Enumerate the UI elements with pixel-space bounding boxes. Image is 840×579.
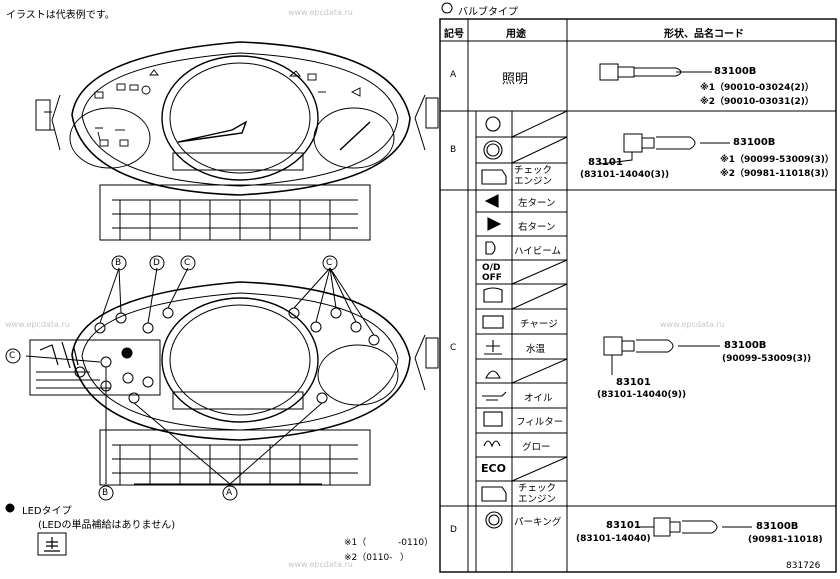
check-engine-2-icon <box>481 486 507 502</box>
callout-b: B <box>102 488 109 498</box>
bulb-table-frame <box>439 18 837 573</box>
header-usage: 用途 <box>506 29 526 40</box>
abs-icon <box>483 140 503 160</box>
header-shape: 形状、品名コード <box>664 29 744 40</box>
socket-pn-d: (83101-14040) <box>576 534 651 544</box>
note1-value: -0110） <box>398 538 434 548</box>
usage-illumination: 照明 <box>502 72 529 87</box>
check-engine-icon <box>481 169 507 185</box>
bulb-pn-c: (90099-53009(3)) <box>722 354 812 364</box>
note2-a: ※2（90010-03031(2)） <box>700 97 814 107</box>
water-temp-icon <box>484 340 502 355</box>
code-a: 83100B <box>714 66 757 77</box>
left-turn-icon <box>484 194 499 208</box>
socket-code-d: 83101 <box>606 520 641 531</box>
row-letter-d: D <box>450 525 457 535</box>
usage-glow: グロー <box>522 442 551 453</box>
watermark: www.epcdata.ru <box>5 320 70 329</box>
bulb-drawings <box>599 63 752 537</box>
bulb-code-d: 83100B <box>756 521 799 532</box>
socket-code-c: 83101 <box>616 377 651 388</box>
usage-left-turn: 左ターン <box>518 198 556 209</box>
table-icons <box>481 116 507 529</box>
socket-pn-c: (83101-14040(9)) <box>597 390 687 400</box>
callout-b: B <box>115 258 122 268</box>
usage-right-turn: 右ターン <box>518 222 556 233</box>
row-letter-a: A <box>450 70 457 80</box>
note2-value: ） <box>400 553 410 563</box>
usage-parking: パーキング <box>514 517 562 528</box>
caption: イラストは代表例です。 <box>6 10 115 21</box>
note1-label: ※1（ <box>344 538 367 548</box>
row-letter-b: B <box>450 145 457 155</box>
usage-water-temp: 水温 <box>526 344 546 355</box>
glow-icon <box>483 440 501 448</box>
figure-number: 831726 <box>786 561 821 571</box>
note2-label: ※2（0110- <box>344 553 393 563</box>
usage-high-beam: ハイビーム <box>514 246 562 257</box>
door-icon <box>485 370 501 379</box>
usage-oil: オイル <box>524 393 553 404</box>
high-beam-icon <box>485 241 496 255</box>
usage-check-engine: チェック エンジン <box>514 165 553 187</box>
led-note: (LEDの単品補給はありません) <box>38 520 176 531</box>
battery-icon <box>482 315 504 329</box>
airbag-icon <box>485 116 501 132</box>
fuel-filter-icon <box>483 411 503 427</box>
note1-a: ※1（90010-03024(2)） <box>700 83 814 93</box>
cluster-bottom-illustration <box>5 255 439 501</box>
bulb-code-c: 83100B <box>724 340 767 351</box>
usage-filter: フィルター <box>516 417 564 428</box>
callout-c: C <box>326 258 333 268</box>
watermark: www.epcdata.ru <box>288 560 353 569</box>
right-turn-icon <box>487 217 502 231</box>
socket-code-b: 83101 <box>588 157 623 168</box>
oil-icon <box>482 391 507 401</box>
usage-charge: チャージ <box>520 319 558 330</box>
water-temp-led-icon <box>37 532 67 556</box>
od-off-label: O/D OFF <box>482 263 502 283</box>
led-dot-icon <box>5 503 15 513</box>
bulb-code-b: 83100B <box>733 137 776 148</box>
callout-d: D <box>153 258 160 268</box>
bulb-pn-d: (90981-11018) <box>748 535 823 545</box>
eco-label: ECO <box>481 462 506 475</box>
watermark: www.epcdata.ru <box>288 8 353 17</box>
usage-check-engine-c: チェック エンジン <box>518 483 557 505</box>
seatbelt-icon <box>483 287 503 303</box>
row-letter-c: C <box>450 343 457 353</box>
watermark: www.epcdata.ru <box>660 320 725 329</box>
callout-a: A <box>226 488 233 498</box>
callout-c: C <box>9 351 16 361</box>
table-title: バルブタイプ <box>458 7 518 18</box>
callout-c: C <box>184 258 191 268</box>
note2-b: ※2（90981-11018(3)） <box>720 169 834 179</box>
led-title: LEDタイプ <box>22 506 72 517</box>
socket-pn-b: (83101-14040(3)) <box>580 170 670 180</box>
cluster-top-illustration <box>35 41 439 241</box>
note1-b: ※1（90099-53009(3)） <box>720 155 834 165</box>
header-symbol: 記号 <box>444 29 464 40</box>
parking-icon <box>485 511 503 529</box>
